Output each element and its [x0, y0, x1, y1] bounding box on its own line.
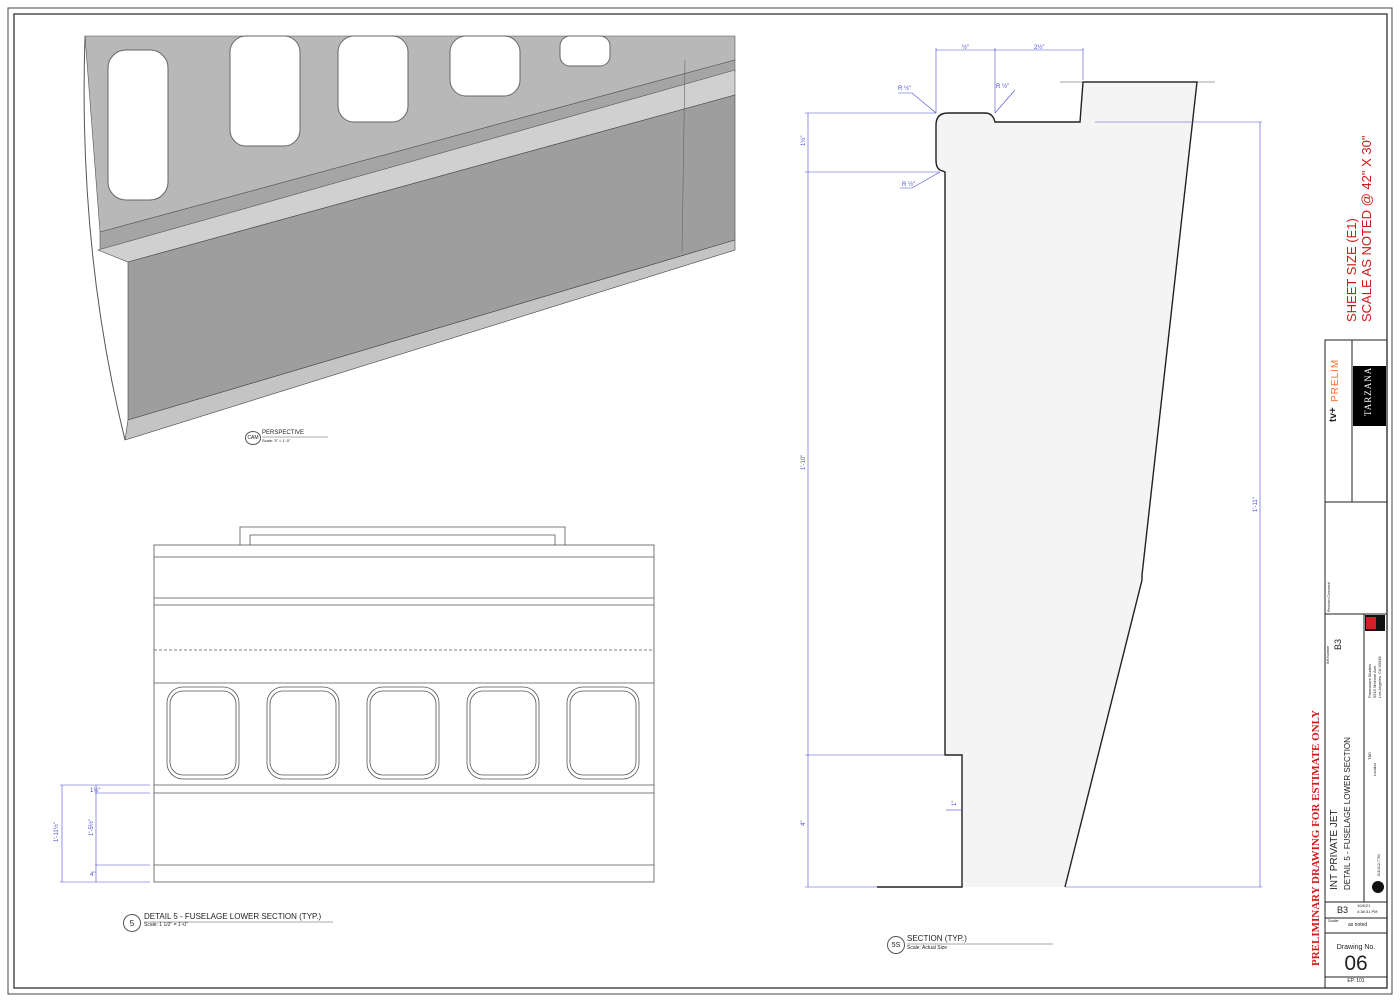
section-view: ½" 2½" R ½" R ½" R ½" 1½" 1'-10" 1'-11" … — [800, 44, 1262, 888]
drawing-number: 06 — [1344, 952, 1368, 975]
detail-scale: Scale: 1 1/2" = 1'-0" — [144, 922, 188, 928]
title-block-frame — [1324, 339, 1388, 989]
location-label: Location — [1373, 762, 1377, 776]
detail-title: DETAIL 5 - FUSELAGE LOWER SECTION (TYP.) — [144, 912, 322, 921]
outer-border — [7, 7, 1393, 995]
view-badge-perspective: CAM — [245, 431, 261, 445]
dim-label: 1'-5½" — [88, 819, 95, 836]
perspective-scale: Scale: 3" = 1'-0" — [262, 438, 291, 443]
sheet-code: EP. 101 — [1347, 978, 1365, 984]
window-outline — [566, 686, 640, 780]
set-name: INT PRIVATE JET — [1329, 809, 1340, 890]
phone: 818-612-7784 — [1377, 854, 1381, 876]
drawing-title: DETAIL 5 - FUSELAGE LOWER SECTION — [1343, 737, 1352, 890]
window-outline — [269, 690, 337, 776]
scale-note: SCALE AS NOTED @ 42" X 30" — [1359, 135, 1374, 322]
sheet-size-note: SHEET SIZE (E1) — [1344, 218, 1359, 322]
drawing-no-label: Drawing No. — [1336, 944, 1376, 951]
dim-label: 1'-11½" — [53, 822, 60, 842]
dim-label: 4" — [801, 821, 807, 826]
set-number: B3 — [1333, 638, 1343, 650]
prelim-stamp: PRELIM — [1330, 358, 1341, 402]
show-title: TARZANA — [1363, 366, 1373, 416]
designer-logo — [1372, 881, 1384, 893]
show-banner — [1353, 366, 1386, 426]
dim-label: 1½" — [90, 787, 100, 794]
dim-label: ½" — [962, 44, 969, 51]
detail-dimension-labels: 1½" 1'-5½" 4" 1'-11½" — [53, 787, 100, 878]
dim-label: 1½" — [800, 136, 807, 146]
window-outline — [466, 686, 540, 780]
window-outline — [266, 686, 340, 780]
window-outline — [369, 690, 437, 776]
network-logo: tv+ — [1328, 407, 1339, 422]
perspective-title: PERSPECTIVE — [262, 430, 305, 436]
scale-label: Scale: — [1328, 918, 1340, 923]
union-logo — [1366, 617, 1376, 629]
window-outline — [469, 690, 537, 776]
scale-value: as noted — [1348, 922, 1368, 928]
view-badge-section: 5S — [887, 936, 905, 954]
window-outline — [169, 690, 237, 776]
time: 4:38:31 PM — [1357, 909, 1378, 914]
dim-label: 1'-10" — [801, 455, 807, 470]
dim-label: R ½" — [902, 181, 915, 188]
detail-5-view — [60, 526, 655, 883]
dim-label: 2½" — [1034, 44, 1044, 51]
preliminary-note: PRELIMINARY DRAWING FOR ESTIMATE ONLY — [1310, 710, 1322, 966]
set-number-label: Set Number — [1326, 645, 1330, 664]
revision-header: Revision Comment — [1327, 582, 1331, 612]
dim-label: 1'-11" — [1253, 497, 1259, 512]
view-badge-detail: 5 — [123, 914, 141, 932]
title-set-number: B3 — [1337, 905, 1349, 915]
dim-label: R ½" — [898, 85, 911, 92]
dim-label: R ½" — [996, 83, 1009, 90]
perspective-view — [83, 35, 736, 441]
window-outline — [166, 686, 240, 780]
dim-label: 1" — [952, 801, 958, 806]
location: TBD — [1367, 752, 1372, 760]
dim-label: 4" — [90, 872, 95, 878]
date: 10/6/21 — [1357, 903, 1371, 908]
section-title: SECTION (TYP.) — [907, 934, 967, 943]
section-scale: Scale: Actual Size — [907, 945, 948, 951]
window-outline — [366, 686, 440, 780]
window-outline — [569, 690, 637, 776]
